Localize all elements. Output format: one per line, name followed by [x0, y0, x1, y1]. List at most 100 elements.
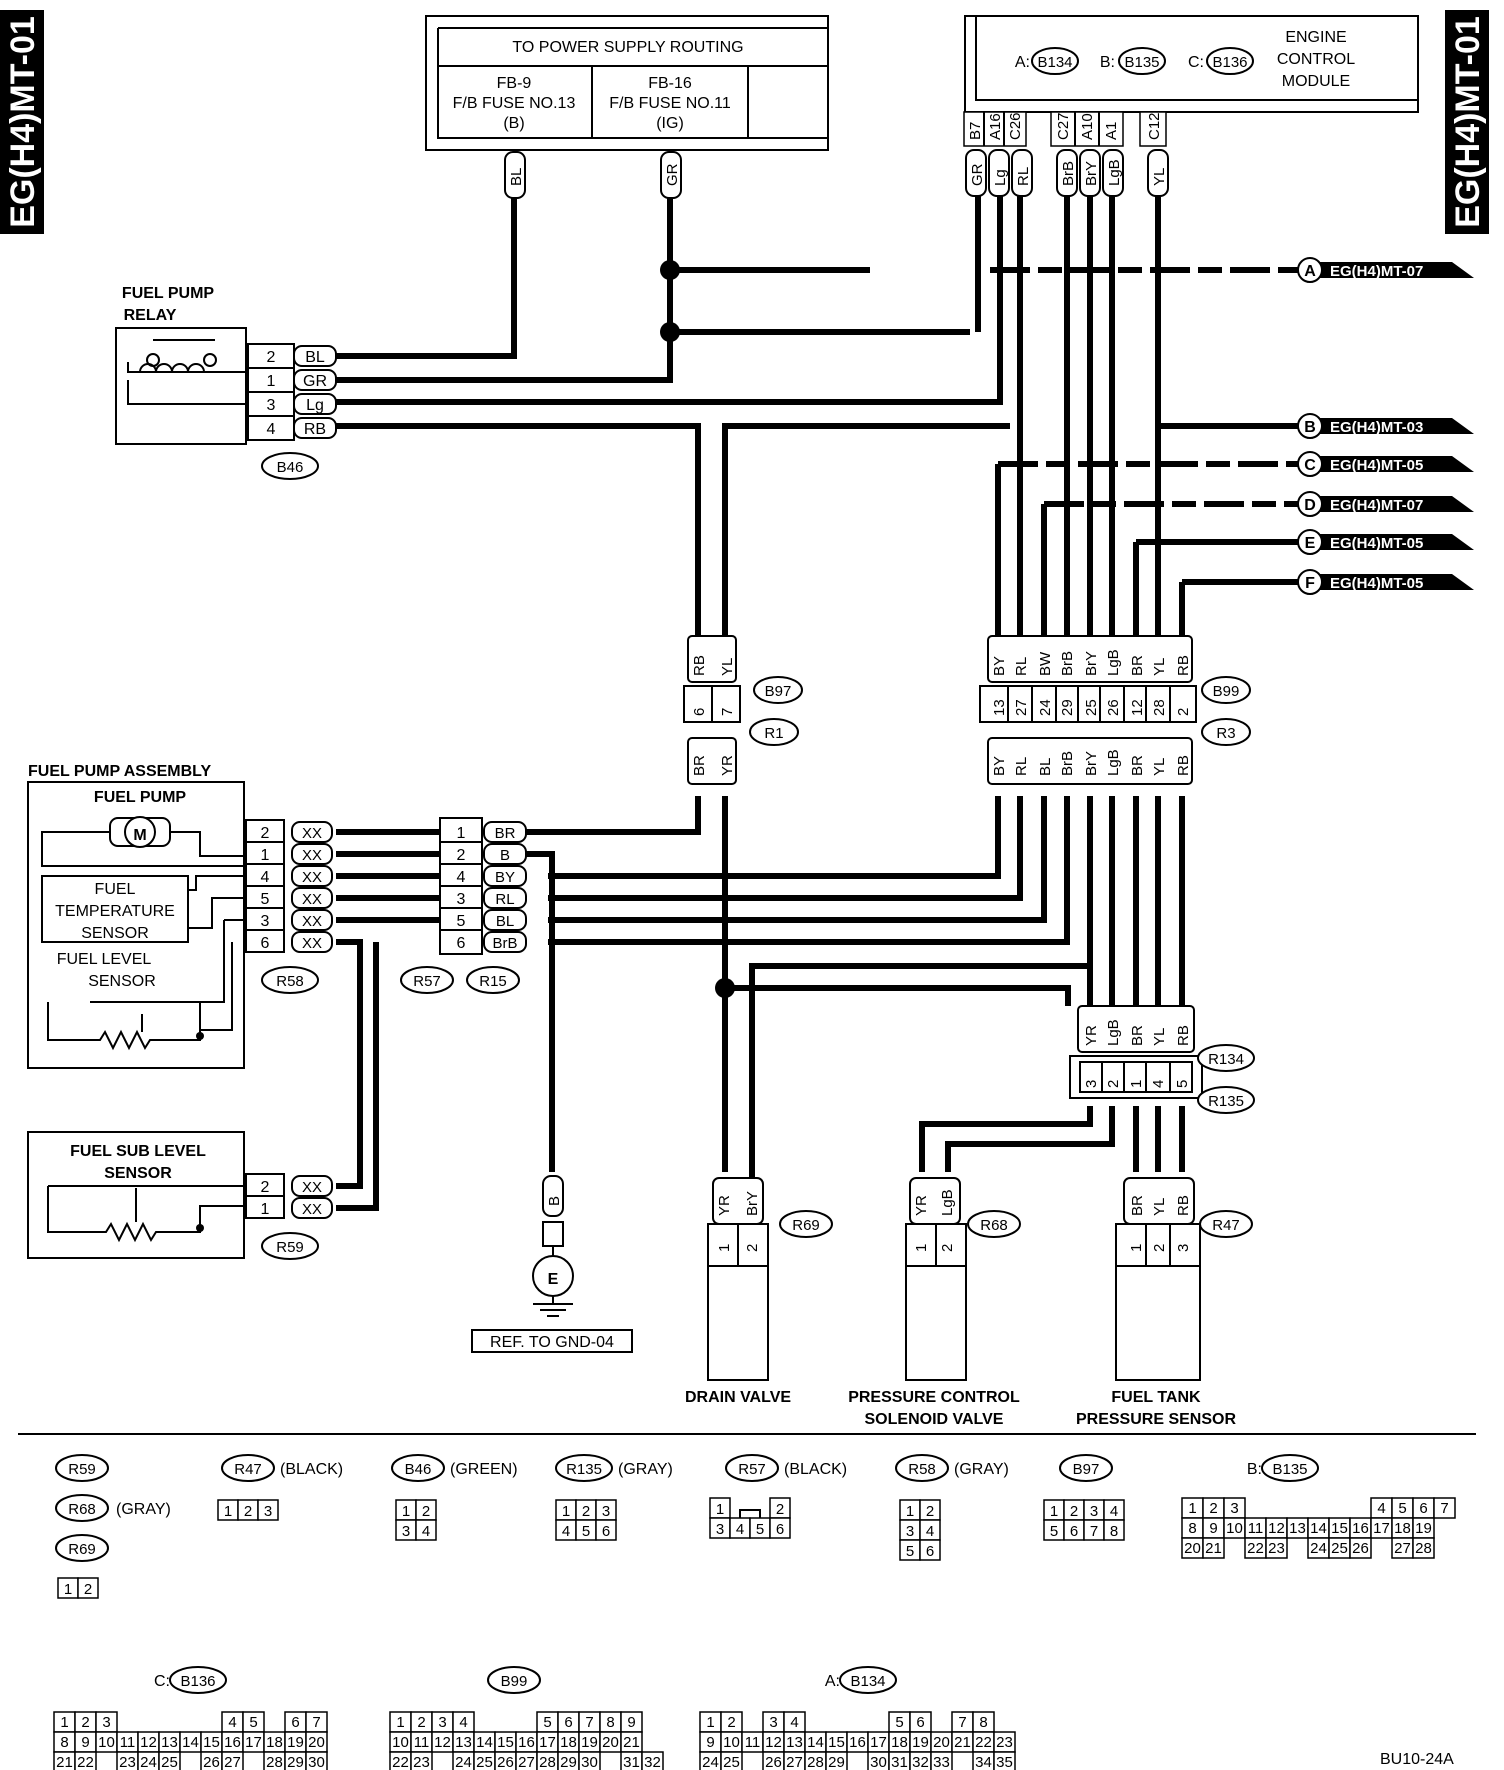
svg-text:R69: R69	[792, 1217, 820, 1234]
svg-text:2: 2	[776, 1501, 784, 1518]
pin-number: 12	[140, 1734, 157, 1751]
svg-text:(GREEN): (GREEN)	[450, 1461, 518, 1478]
pin-cell	[1433, 1497, 1456, 1519]
svg-text:1: 1	[457, 825, 466, 842]
svg-text:1: 1	[261, 1201, 270, 1218]
pin-number: 14	[807, 1734, 824, 1751]
svg-text:2: 2	[582, 1503, 590, 1520]
svg-text:5: 5	[261, 891, 270, 908]
svg-text:B: B	[546, 1196, 563, 1206]
svg-text:1: 1	[1128, 1244, 1145, 1252]
svg-text:XX: XX	[302, 847, 322, 864]
svg-text:R15: R15	[479, 973, 507, 990]
pin-number: 4	[228, 1714, 236, 1731]
svg-text:RB: RB	[1175, 1195, 1192, 1216]
svg-text:2: 2	[939, 1244, 956, 1252]
pin-number: 10	[98, 1734, 115, 1751]
svg-text:B46: B46	[405, 1461, 432, 1478]
svg-text:MODULE: MODULE	[1282, 73, 1350, 90]
svg-text:D: D	[1304, 497, 1316, 514]
svg-text:EG(H4)MT-05: EG(H4)MT-05	[1330, 457, 1423, 474]
svg-text:R135: R135	[1208, 1093, 1244, 1110]
pin-cell	[74, 1751, 97, 1770]
svg-text:7: 7	[1090, 1523, 1098, 1540]
svg-text:8: 8	[1110, 1523, 1118, 1540]
svg-text:12: 12	[1129, 699, 1146, 716]
svg-text:2: 2	[84, 1581, 92, 1598]
svg-text:FB-16: FB-16	[648, 75, 692, 92]
svg-text:A1: A1	[1103, 122, 1120, 140]
svg-text:FUEL PUMP: FUEL PUMP	[122, 285, 214, 302]
svg-text:(BLACK): (BLACK)	[280, 1461, 343, 1478]
fuel-pump-assembly: FUEL PUMP ASSEMBLY FUEL PUMP M FUEL TEMP…	[27, 763, 333, 1069]
pin-number: 2	[727, 1714, 735, 1731]
svg-text:XX: XX	[302, 1179, 322, 1196]
power-supply-title: TO POWER SUPPLY ROUTING	[512, 39, 743, 56]
svg-text:C26: C26	[1007, 112, 1024, 140]
pin-number: 2	[81, 1714, 89, 1731]
motor-symbol: M	[133, 827, 146, 844]
pin-number: 26	[497, 1754, 514, 1770]
pin-number: 10	[392, 1734, 409, 1751]
svg-text:B136: B136	[180, 1673, 215, 1690]
svg-text:SOLENOID VALVE: SOLENOID VALVE	[865, 1411, 1004, 1428]
svg-text:RL: RL	[1013, 757, 1030, 776]
svg-text:ENGINE: ENGINE	[1285, 29, 1346, 46]
pin-number: 1	[396, 1714, 404, 1731]
pin-number: 30	[870, 1754, 887, 1770]
svg-text:7: 7	[719, 708, 736, 716]
pin-number: 20	[308, 1734, 325, 1751]
svg-text:EG(H4)MT-01: EG(H4)MT-01	[4, 16, 42, 228]
svg-text:BY: BY	[495, 869, 515, 886]
pin-number: 6	[564, 1714, 572, 1731]
side-label-left: EG(H4)MT-01	[0, 10, 44, 234]
pin-number: 10	[1226, 1520, 1243, 1537]
svg-text:(BLACK): (BLACK)	[784, 1461, 847, 1478]
pin-number: 5	[1398, 1500, 1406, 1517]
svg-text:1: 1	[224, 1503, 232, 1520]
pin-number: 7	[958, 1714, 966, 1731]
svg-text:4: 4	[267, 421, 276, 438]
pin-number: 1	[706, 1714, 714, 1731]
svg-text:LgB: LgB	[1105, 749, 1122, 776]
pin-number: 6	[1419, 1500, 1427, 1517]
svg-text:C27: C27	[1055, 112, 1072, 140]
pin-number: 25	[1331, 1540, 1348, 1557]
svg-text:BY: BY	[991, 656, 1008, 676]
pin-number: 8	[1188, 1520, 1196, 1537]
pin-number: 3	[438, 1714, 446, 1731]
pin-number: 34	[975, 1754, 992, 1770]
pin-number: 28	[266, 1754, 283, 1770]
svg-text:GR: GR	[303, 373, 327, 390]
pin-number: 19	[912, 1734, 929, 1751]
svg-text:R135: R135	[566, 1461, 602, 1478]
svg-text:A10: A10	[1079, 113, 1096, 140]
svg-text:Lg: Lg	[992, 169, 1009, 186]
pin-number: 18	[266, 1734, 283, 1751]
svg-text:5: 5	[457, 913, 466, 930]
pin-number: 18	[1394, 1520, 1411, 1537]
svg-text:XX: XX	[302, 935, 322, 952]
pin-number: 6	[916, 1714, 924, 1731]
pin-number: 27	[224, 1754, 241, 1770]
pin-cell	[578, 1751, 601, 1770]
svg-text:DRAIN VALVE: DRAIN VALVE	[685, 1389, 791, 1406]
svg-text:3: 3	[716, 1521, 724, 1538]
connector-b99: BY RL BW BrB BrY LgB BR YL RB 13 27 24 2…	[979, 635, 1251, 785]
pin-number: 3	[102, 1714, 110, 1731]
svg-text:2: 2	[926, 1503, 934, 1520]
svg-text:EG(H4)MT-03: EG(H4)MT-03	[1330, 419, 1423, 436]
pin-number: 19	[581, 1734, 598, 1751]
svg-text:XX: XX	[302, 825, 322, 842]
pin-number: 29	[828, 1754, 845, 1770]
svg-text:2: 2	[267, 349, 276, 366]
svg-text:2: 2	[244, 1503, 252, 1520]
svg-text:R68: R68	[980, 1217, 1008, 1234]
pin-number: 13	[786, 1734, 803, 1751]
svg-text:PRESSURE CONTROL: PRESSURE CONTROL	[848, 1389, 1020, 1406]
pin-number: 14	[182, 1734, 199, 1751]
pin-number: 29	[560, 1754, 577, 1770]
pin-number: 19	[287, 1734, 304, 1751]
